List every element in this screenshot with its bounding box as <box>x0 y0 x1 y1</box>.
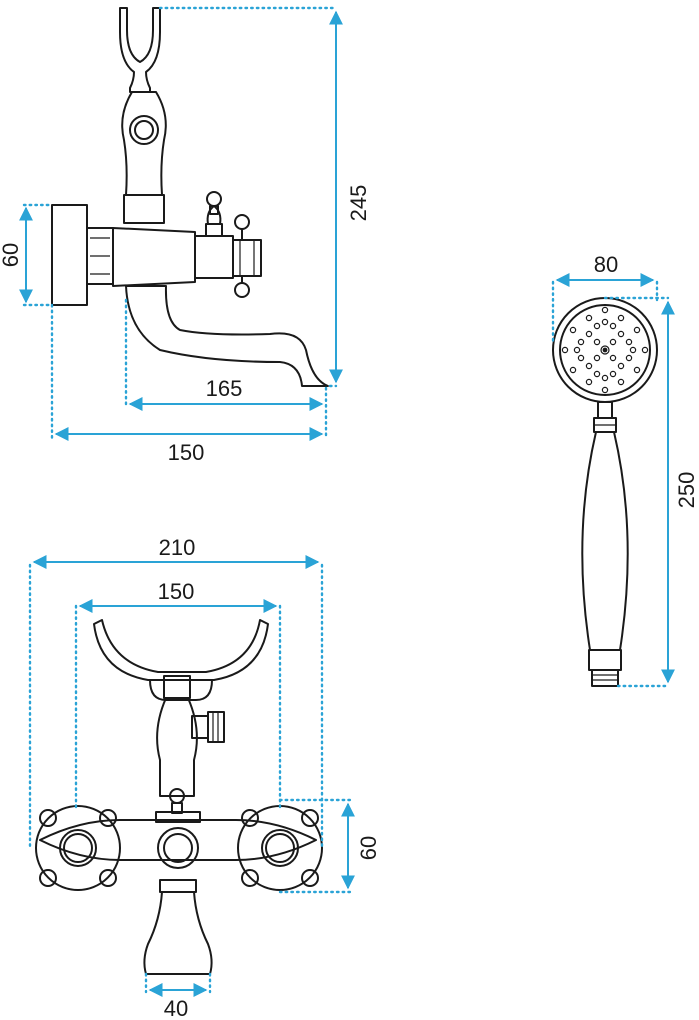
dimension-label-60-side: 60 <box>0 243 23 267</box>
cross-handle <box>232 239 262 277</box>
bath-spout <box>125 285 329 387</box>
dimension-label-80: 80 <box>594 252 618 277</box>
front-column <box>156 697 198 797</box>
dimension-label-210: 210 <box>159 535 196 560</box>
dimension-label-250: 250 <box>674 472 699 509</box>
center-port <box>157 827 199 869</box>
front-spout <box>143 891 213 975</box>
dimension-label-245: 245 <box>346 185 371 222</box>
valve-housing <box>194 235 234 279</box>
dimension-label-150-side: 150 <box>168 440 205 465</box>
hand-shower-view: 80 250 <box>551 252 699 688</box>
right-cross-handle <box>237 805 323 891</box>
shower-thread <box>591 669 619 687</box>
column-port <box>129 115 159 145</box>
front-view: 210 150 60 40 <box>28 535 381 1020</box>
mixer-body <box>112 227 196 287</box>
front-mixer-body <box>39 819 317 861</box>
dimension-label-60-front: 60 <box>356 836 381 860</box>
dimension-label-150-front: 150 <box>158 579 195 604</box>
hose-outlet <box>207 711 225 743</box>
dimension-label-40: 40 <box>164 996 188 1020</box>
column-base <box>123 194 165 224</box>
dimension-label-165: 165 <box>206 376 243 401</box>
side-view: 245 60 165 150 <box>0 6 371 465</box>
shower-handle <box>581 431 629 651</box>
shower-neck <box>597 401 613 419</box>
wall-plate <box>51 204 88 306</box>
cradle-hook <box>119 7 161 93</box>
cradle-bowl <box>93 619 269 681</box>
shower-nozzles <box>561 306 649 394</box>
left-cross-handle <box>35 805 121 891</box>
